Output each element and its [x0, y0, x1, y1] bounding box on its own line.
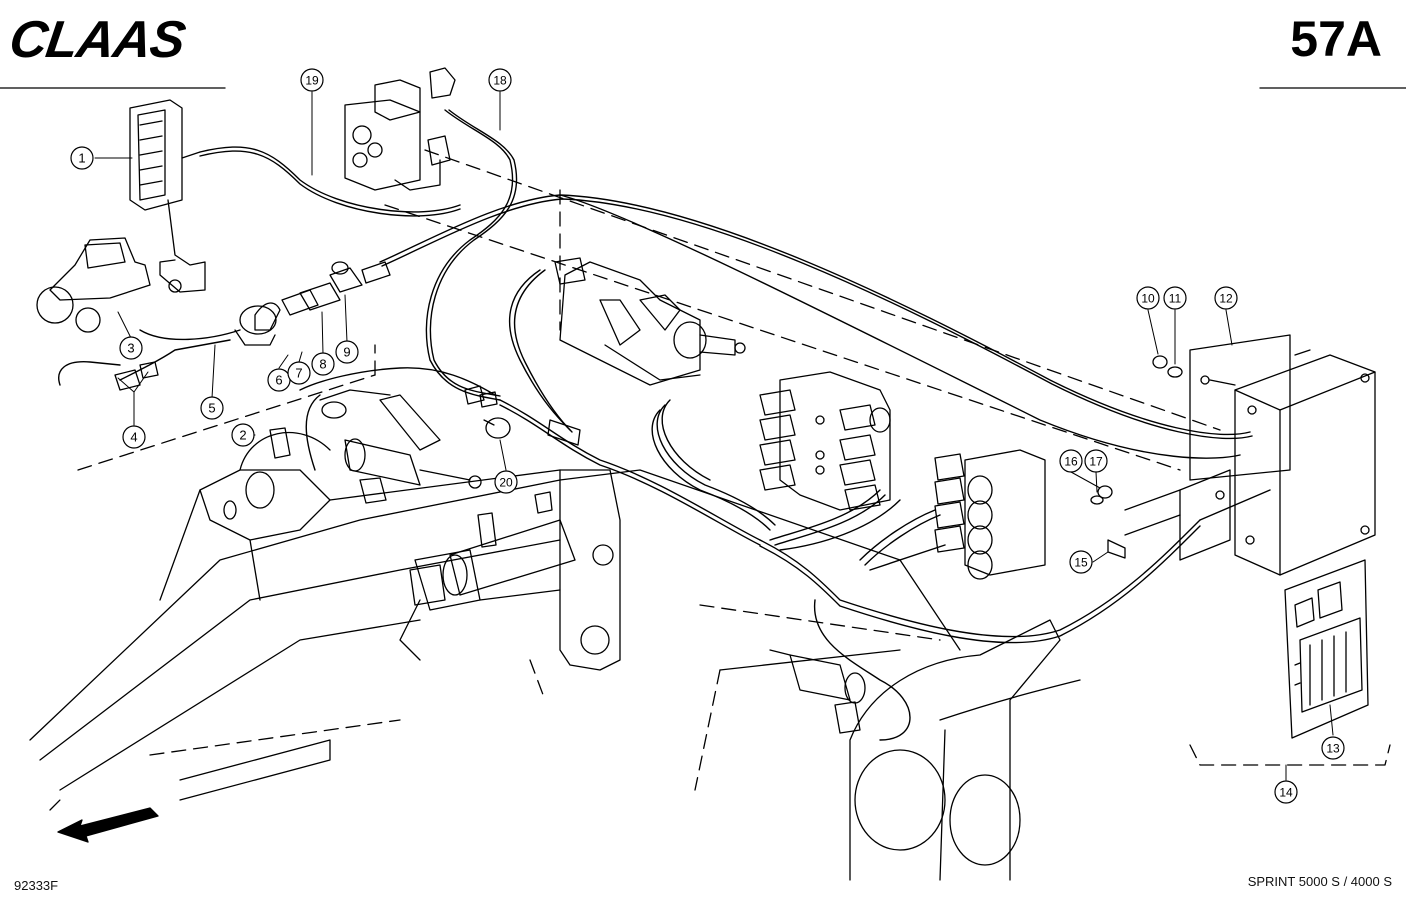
callout-17: 17: [1084, 449, 1108, 473]
callout-circle: [1163, 286, 1187, 310]
callout-label: 15: [1074, 556, 1088, 570]
callout-label: 17: [1089, 455, 1103, 469]
control-terminal: [129, 99, 206, 293]
callout-2: 2: [231, 423, 255, 447]
callout-label: 7: [295, 366, 302, 381]
callout-label: 11: [1169, 292, 1182, 306]
small-parts: [483, 417, 511, 439]
callout-6: 6: [267, 368, 291, 392]
callout-label: 1: [78, 151, 85, 166]
callout-label: 4: [130, 430, 137, 445]
plug-connectors: [114, 261, 581, 446]
direction-arrow: [57, 807, 159, 843]
callout-18: 18: [488, 68, 512, 92]
callout-label: 8: [319, 357, 326, 372]
callout-circle: [200, 396, 224, 420]
callout-label: 19: [305, 74, 319, 88]
callout-circle: [300, 68, 324, 92]
callout-label: 6: [275, 373, 282, 388]
callout-14: 14: [1274, 780, 1298, 804]
callout-circle: [1069, 550, 1093, 574]
callout-circle: [335, 340, 359, 364]
callout-circle: [1274, 780, 1298, 804]
callout-9: 9: [335, 340, 359, 364]
callout-circle: [70, 146, 94, 170]
callout-11: 11: [1163, 286, 1187, 310]
callout-label: 3: [127, 341, 134, 356]
callout-label: 9: [343, 345, 350, 360]
model-designation: SPRINT 5000 S / 4000 S: [1247, 874, 1392, 889]
chassis-dashed-outline: [49, 149, 1391, 811]
callout-label: 14: [1279, 786, 1293, 800]
callout-circle: [488, 68, 512, 92]
axle-housing: [719, 619, 1081, 881]
callout-circle: [287, 361, 311, 385]
fasteners: [1090, 355, 1183, 559]
callout-label: 10: [1141, 292, 1155, 306]
callout-circle: [311, 352, 335, 376]
callout-5: 5: [200, 396, 224, 420]
lift-cylinder-lower: [409, 519, 576, 606]
circuit-board: [1284, 559, 1369, 739]
callout-13: 13: [1321, 736, 1345, 760]
callout-10: 10: [1136, 286, 1160, 310]
callout-label: 18: [493, 74, 507, 88]
callout-20: 20: [494, 470, 518, 494]
callout-circle: [119, 336, 143, 360]
callout-8: 8: [311, 352, 335, 376]
callout-circle: [1059, 449, 1083, 473]
callout-16: 16: [1059, 449, 1083, 473]
callout-circle: [231, 423, 255, 447]
solenoid-valve-stack: [759, 371, 891, 511]
callout-label: 16: [1064, 455, 1078, 469]
control-box: [1124, 334, 1376, 576]
callout-7: 7: [287, 361, 311, 385]
page-code: 57A: [1290, 11, 1382, 67]
drawing-number: 92333F: [14, 878, 59, 893]
callout-1: 1: [70, 146, 94, 170]
callout-circle: [1084, 449, 1108, 473]
hydraulic-valve-top: [344, 67, 456, 191]
tractor-icon: [36, 237, 151, 333]
callout-leaders: [94, 91, 1334, 781]
callout-circle: [1321, 736, 1345, 760]
callout-3: 3: [119, 336, 143, 360]
drawbar-frame: [29, 389, 961, 801]
callout-4: 4: [122, 425, 146, 449]
callout-circle: [122, 425, 146, 449]
lift-cylinder-upper: [344, 438, 482, 504]
callout-12: 12: [1214, 286, 1238, 310]
callout-label: 5: [208, 401, 215, 416]
callout-label: 2: [239, 428, 246, 443]
callout-label: 12: [1219, 292, 1233, 306]
position-sensor: [769, 649, 866, 734]
callout-15: 15: [1069, 550, 1093, 574]
control-valve-block: [554, 257, 746, 386]
callout-label: 20: [499, 476, 513, 490]
auxiliary-valve-stack: [934, 449, 1046, 580]
callout-label: 13: [1326, 742, 1340, 756]
callout-circle: [494, 470, 518, 494]
callout-circle: [1214, 286, 1238, 310]
callout-19: 19: [300, 68, 324, 92]
cable-harness: [58, 109, 1271, 741]
callout-circle: [1136, 286, 1160, 310]
